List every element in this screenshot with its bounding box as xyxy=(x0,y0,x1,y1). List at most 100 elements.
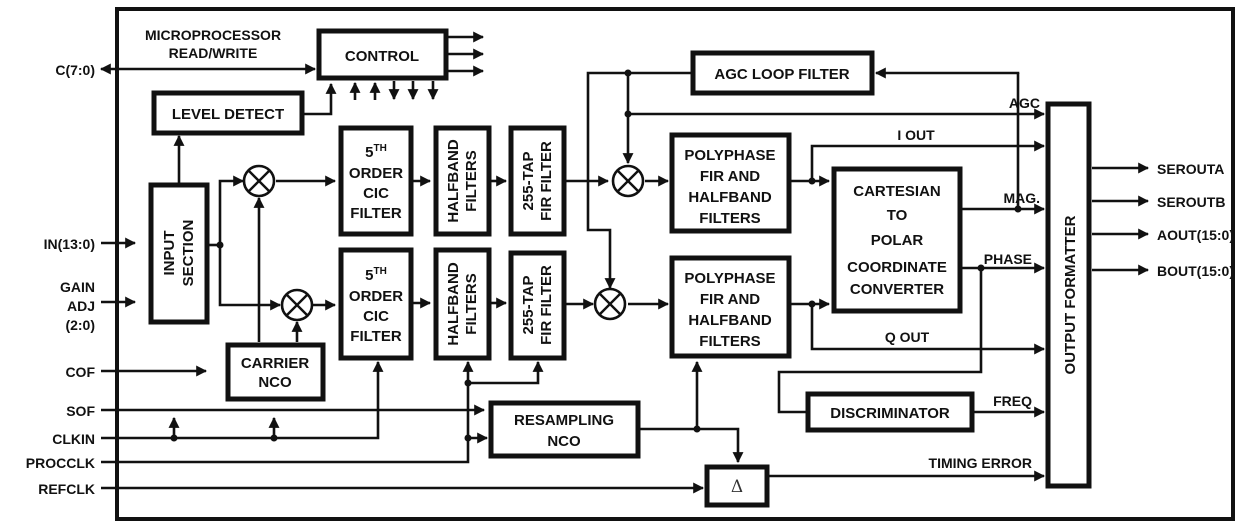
svg-text:POLYPHASE: POLYPHASE xyxy=(684,147,775,164)
mixer-q-1 xyxy=(280,288,314,322)
svg-text:CIC: CIC xyxy=(363,185,389,202)
cartesian-to-polar-block: CARTESIAN TO POLAR COORDINATE CONVERTER xyxy=(831,166,963,314)
wire-split-to-mix-q xyxy=(218,245,282,311)
svg-text:OUTPUT FORMATTER: OUTPUT FORMATTER xyxy=(1062,215,1079,374)
svg-text:5TH: 5TH xyxy=(365,266,387,284)
fir-filter-i-block: 255-TAP FIR FILTER xyxy=(508,125,567,237)
svg-text:CARRIER: CARRIER xyxy=(241,355,310,372)
svg-text:READ/WRITE: READ/WRITE xyxy=(169,45,258,61)
level-detect-block: LEVEL DETECT xyxy=(151,90,305,136)
wire-q-out xyxy=(810,304,1046,355)
svg-text:ADJ: ADJ xyxy=(67,298,95,314)
svg-text:FILTERS: FILTERS xyxy=(463,150,480,211)
svg-text:NCO: NCO xyxy=(258,374,292,391)
agc-loop-filter-block: AGC LOOP FILTER xyxy=(690,50,875,96)
pin-label-bout: BOUT(15:0) xyxy=(1157,263,1234,279)
pin-label-procclk: PROCCLK xyxy=(26,455,95,471)
svg-text:INPUT: INPUT xyxy=(161,231,178,276)
output-formatter-block: OUTPUT FORMATTER xyxy=(1045,101,1092,489)
wire-level-to-control xyxy=(304,82,337,116)
microprocessor-label: MICROPROCESSOR READ/WRITE xyxy=(145,27,281,61)
pin-label-refclk: REFCLK xyxy=(38,481,95,497)
svg-text:CARTESIAN: CARTESIAN xyxy=(853,183,941,200)
svg-text:MICROPROCESSOR: MICROPROCESSOR xyxy=(145,27,281,43)
svg-text:GAIN: GAIN xyxy=(60,279,95,295)
wire-clkin xyxy=(101,360,384,440)
svg-text:HALFBAND: HALFBAND xyxy=(445,262,462,345)
junction xyxy=(693,425,701,433)
svg-text:255-TAP: 255-TAP xyxy=(520,276,537,335)
junction xyxy=(170,434,178,442)
signal-label-mag: MAG. xyxy=(1003,190,1040,206)
junction xyxy=(624,110,632,118)
svg-text:TO: TO xyxy=(887,207,908,224)
junction xyxy=(216,241,224,249)
signal-label-i-out: I OUT xyxy=(897,127,935,143)
svg-text:DISCRIMINATOR: DISCRIMINATOR xyxy=(830,405,950,422)
wires xyxy=(99,31,1150,494)
junction xyxy=(1014,205,1022,213)
polyphase-q-block: POLYPHASE FIR AND HALFBAND FILTERS xyxy=(669,255,792,359)
resampling-nco-block: RESAMPLING NCO xyxy=(488,400,641,459)
svg-text:POLYPHASE: POLYPHASE xyxy=(684,270,775,287)
svg-text:FILTER: FILTER xyxy=(350,205,402,222)
svg-text:HALFBAND: HALFBAND xyxy=(688,312,771,329)
discriminator-block: DISCRIMINATOR xyxy=(805,391,975,433)
svg-text:CONTROL: CONTROL xyxy=(345,48,419,65)
mixer-q-2 xyxy=(593,287,627,321)
svg-text:SECTION: SECTION xyxy=(180,220,197,287)
junction xyxy=(808,177,816,185)
svg-text:ORDER: ORDER xyxy=(349,288,403,305)
pin-label-in: IN(13:0) xyxy=(44,236,95,252)
signal-label-phase: PHASE xyxy=(984,251,1032,267)
control-block: CONTROL xyxy=(316,28,449,81)
mixer-i-1 xyxy=(242,164,276,198)
wire-procclk-to-fir xyxy=(468,360,544,385)
svg-text:HALFBAND: HALFBAND xyxy=(688,189,771,206)
junction xyxy=(270,434,278,442)
svg-text:CONVERTER: CONVERTER xyxy=(850,281,944,298)
cic-filter-i-block: 5TH ORDER CIC FILTER xyxy=(338,125,414,237)
junction xyxy=(464,434,472,442)
pin-label-sof: SOF xyxy=(66,403,95,419)
chip-outline xyxy=(115,7,1235,521)
svg-text:(2:0): (2:0) xyxy=(65,317,95,333)
svg-text:Δ: Δ xyxy=(731,477,743,497)
svg-text:FILTERS: FILTERS xyxy=(699,210,760,227)
svg-text:AGC LOOP FILTER: AGC LOOP FILTER xyxy=(714,66,849,83)
wire-split-to-mix-i xyxy=(218,175,245,245)
cic-filter-q-block: 5TH ORDER CIC FILTER xyxy=(338,247,414,361)
junction xyxy=(464,379,472,387)
carrier-nco-block: CARRIER NCO xyxy=(225,342,326,402)
svg-text:POLAR: POLAR xyxy=(871,232,924,249)
svg-text:LEVEL DETECT: LEVEL DETECT xyxy=(172,106,284,123)
svg-text:FILTERS: FILTERS xyxy=(699,333,760,350)
signal-label-freq: FREQ xyxy=(993,393,1032,409)
pin-label-c: C(7:0) xyxy=(55,62,95,78)
svg-text:FIR FILTER: FIR FILTER xyxy=(538,141,555,221)
svg-text:COORDINATE: COORDINATE xyxy=(847,259,947,276)
delta-block: Δ xyxy=(704,464,770,508)
svg-text:FIR AND: FIR AND xyxy=(700,168,760,185)
svg-text:FILTERS: FILTERS xyxy=(463,273,480,334)
svg-text:HALFBAND: HALFBAND xyxy=(445,139,462,222)
wire-i-out xyxy=(810,140,1046,181)
wire-agc-loop-left xyxy=(586,71,692,290)
pin-label-serouta: SEROUTA xyxy=(1157,161,1224,177)
pin-label-gain-adj: GAIN ADJ (2:0) xyxy=(60,279,95,333)
wire-resamp-out xyxy=(640,427,744,464)
wire-phase-to-disc xyxy=(777,268,983,414)
halfband-filters-i-block: HALFBAND FILTERS xyxy=(433,125,492,237)
junction xyxy=(808,300,816,308)
polyphase-i-block: POLYPHASE FIR AND HALFBAND FILTERS xyxy=(669,132,792,234)
junction xyxy=(624,69,632,77)
pin-label-aout: AOUT(15:0) xyxy=(1157,227,1234,243)
svg-text:NCO: NCO xyxy=(547,433,581,450)
signal-label-agc: AGC xyxy=(1009,95,1040,111)
svg-text:FIR AND: FIR AND xyxy=(700,291,760,308)
pin-label-seroutb: SEROUTB xyxy=(1157,194,1225,210)
svg-text:FIR FILTER: FIR FILTER xyxy=(538,265,555,345)
pin-label-cof: COF xyxy=(65,364,95,380)
wire-procclk xyxy=(101,360,474,464)
